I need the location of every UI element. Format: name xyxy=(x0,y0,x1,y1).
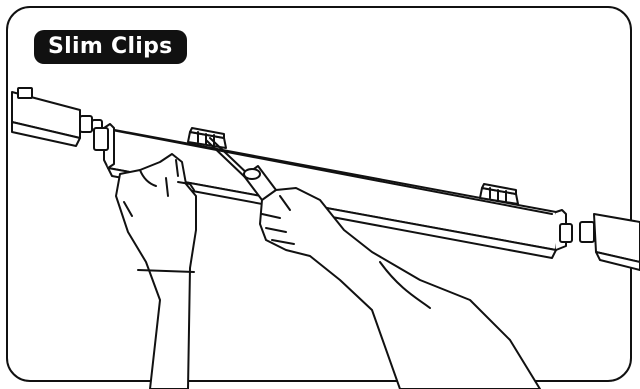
mounting-clip xyxy=(479,183,519,205)
light-bar xyxy=(93,123,573,259)
title-badge: Slim Clips xyxy=(34,30,187,64)
right-adjacent-bar xyxy=(579,213,640,271)
left-connector xyxy=(93,127,109,151)
left-adjacent-bar xyxy=(11,87,103,147)
left-hand xyxy=(115,153,197,389)
right-hand xyxy=(259,187,541,389)
right-connector xyxy=(559,223,573,243)
